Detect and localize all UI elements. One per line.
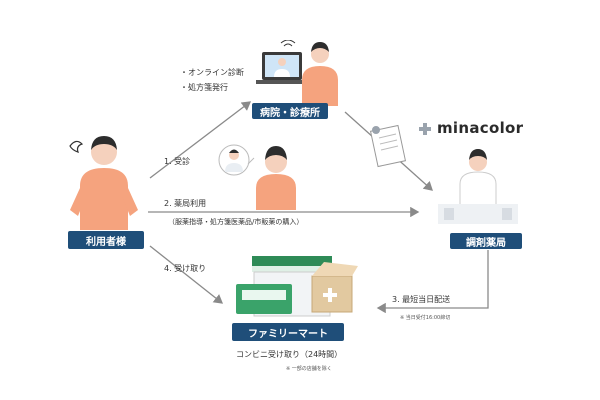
hospital-note-prescription: ・処方箋発行 [180, 83, 228, 92]
flow-pickup-label: 4. 受け取り [164, 264, 207, 273]
store-illustration-icon [236, 256, 358, 317]
flow-delivery-label: 3. 最短当日配送 [392, 295, 451, 304]
flow-visit-label: 1. 受診 [164, 157, 191, 166]
online-doctor-icon [256, 40, 338, 106]
flow-pharmacy-use-note: （服薬指導・処方箋医薬品/市販薬の購入） [168, 218, 304, 226]
consultation-icon [218, 144, 296, 210]
arrow-user-to-hospital [149, 101, 252, 179]
node-user: 利用者様 [68, 231, 144, 249]
hospital-note-online: ・オンライン診断 [180, 68, 244, 77]
user-person-icon [69, 136, 138, 230]
store-exception-note: ※ 一部の店舗を除く [286, 366, 332, 372]
pharmacist-icon [438, 149, 518, 224]
node-hospital: 病院・診療所 [252, 103, 328, 119]
node-pharmacy: 調剤薬局 [450, 233, 522, 249]
brand-logo-text: minacolor [437, 119, 524, 137]
arrow-pharmacy-to-store [376, 250, 489, 314]
minacolor-plus-icon [419, 123, 431, 135]
arrow-user-to-store [149, 245, 224, 304]
prescription-icon [369, 124, 407, 168]
flow-pharmacy-use-label: 2. 薬局利用 [164, 199, 207, 208]
flow-delivery-note: ※ 当日受付16:00締切 [400, 315, 451, 321]
store-caption: コンビニ受け取り（24時間） [236, 350, 343, 359]
node-store: ファミリーマート [232, 323, 344, 341]
